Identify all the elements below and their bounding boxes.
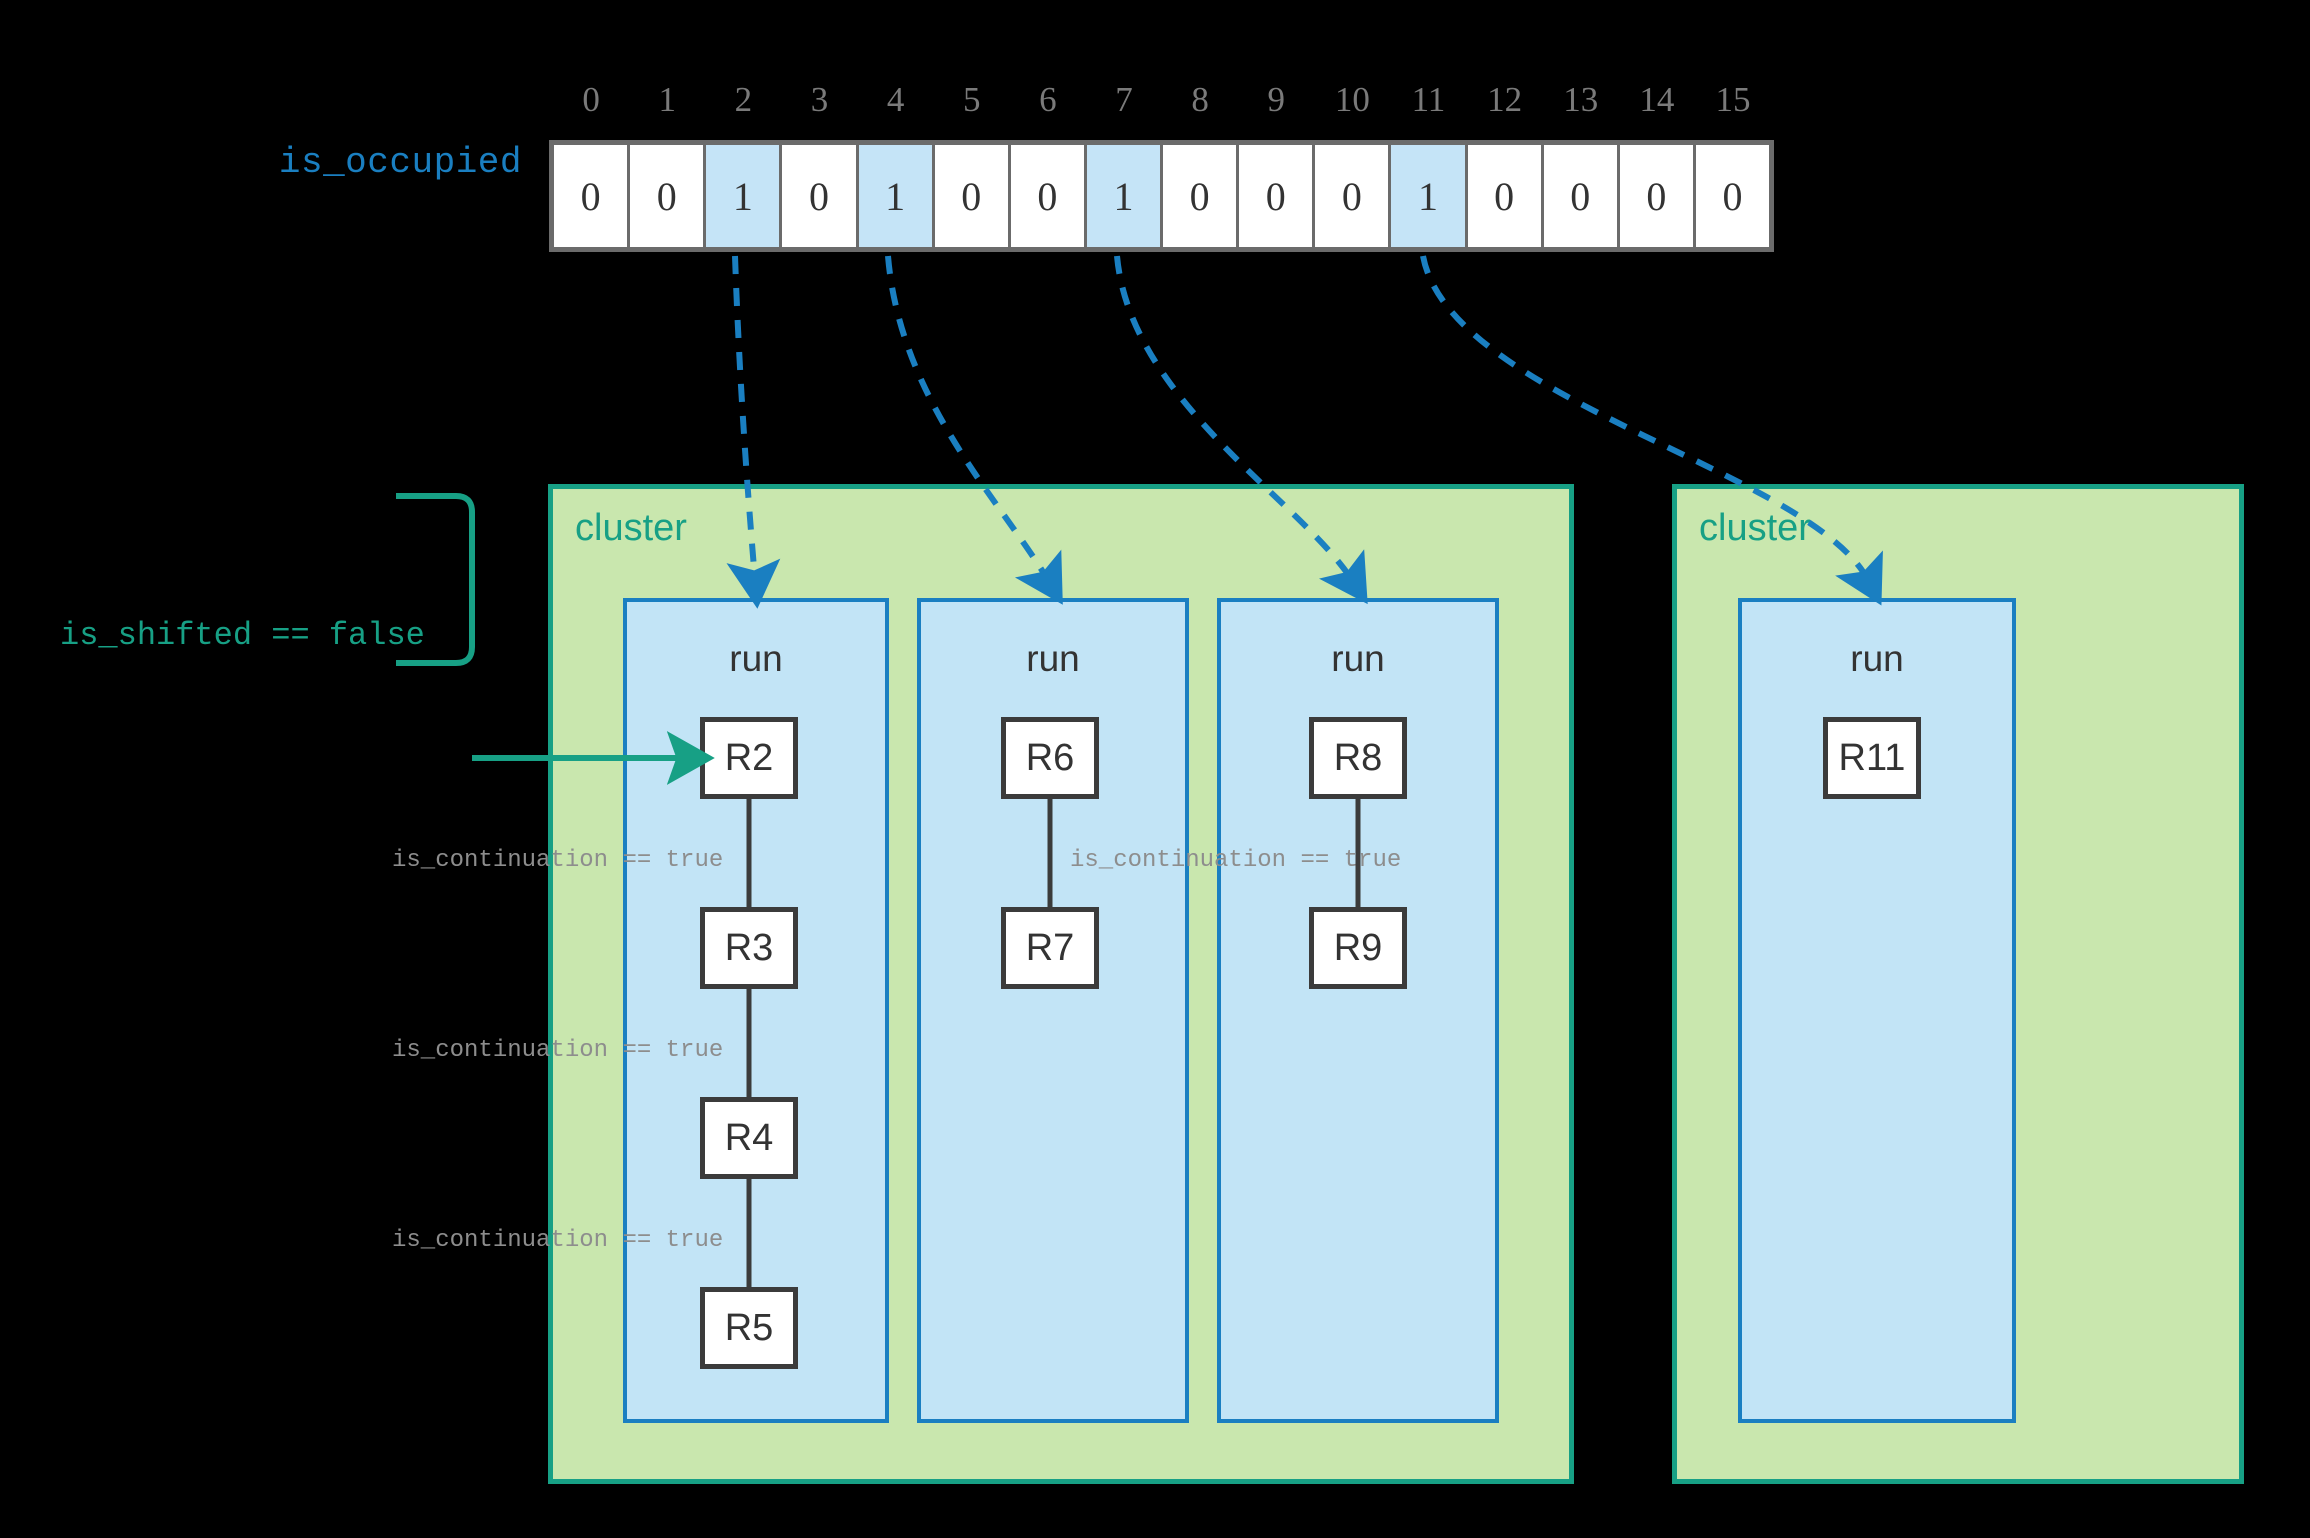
- is-continuation-label-3: is_continuation == true: [1070, 847, 1402, 874]
- is-shifted-label: is_shifted == false: [60, 617, 425, 654]
- array-index: 14: [1639, 80, 1675, 119]
- array-cell[interactable]: 0: [782, 145, 856, 247]
- array-index: 6: [1039, 80, 1057, 119]
- array-cell[interactable]: 0: [1695, 145, 1769, 247]
- array-cell[interactable]: 1: [1391, 145, 1465, 247]
- is-occupied-array: 0 0 1 0 1 0 0 1 0 0 0 1 0 0 0 0: [549, 140, 1774, 252]
- cluster-label: cluster: [1699, 507, 1811, 549]
- array-index: 8: [1191, 80, 1209, 119]
- array-index: 15: [1715, 80, 1751, 119]
- array-cell[interactable]: 0: [934, 145, 1008, 247]
- array-index: 9: [1267, 80, 1285, 119]
- array-cell[interactable]: 1: [706, 145, 780, 247]
- is-continuation-label-0: is_continuation == true: [392, 847, 724, 874]
- cluster-label: cluster: [575, 507, 687, 549]
- record-node-r11[interactable]: R11: [1823, 717, 1921, 799]
- array-cell[interactable]: 0: [1163, 145, 1237, 247]
- array-cell[interactable]: 0: [1619, 145, 1693, 247]
- run-label: run: [1026, 638, 1080, 679]
- is-occupied-label: is_occupied: [278, 142, 522, 183]
- record-node-r4[interactable]: R4: [700, 1097, 798, 1179]
- array-cell[interactable]: 0: [1239, 145, 1313, 247]
- array-index: 1: [658, 80, 676, 119]
- array-cell[interactable]: 1: [1086, 145, 1160, 247]
- array-index: 0: [582, 80, 600, 119]
- array-cell[interactable]: 0: [554, 145, 628, 247]
- record-node-r9[interactable]: R9: [1309, 907, 1407, 989]
- array-cell[interactable]: 0: [1543, 145, 1617, 247]
- record-node-r3[interactable]: R3: [700, 907, 798, 989]
- array-cell[interactable]: 1: [858, 145, 932, 247]
- array-index: 2: [734, 80, 753, 119]
- array-cell[interactable]: 0: [1010, 145, 1084, 247]
- is-continuation-label-1: is_continuation == true: [392, 1037, 724, 1064]
- run-label: run: [729, 638, 783, 679]
- record-node-r2[interactable]: R2: [700, 717, 798, 799]
- array-index: 12: [1487, 80, 1523, 119]
- record-node-r7[interactable]: R7: [1001, 907, 1099, 989]
- array-index: 7: [1115, 80, 1133, 119]
- record-node-r5[interactable]: R5: [700, 1287, 798, 1369]
- array-index: 4: [886, 80, 905, 119]
- is-continuation-label-2: is_continuation == true: [392, 1227, 724, 1254]
- array-index: 11: [1411, 80, 1446, 119]
- array-cell[interactable]: 0: [630, 145, 704, 247]
- array-index: 5: [962, 80, 981, 119]
- array-index: 3: [810, 80, 829, 119]
- array-cell[interactable]: 0: [1315, 145, 1389, 247]
- array-index: 13: [1563, 80, 1599, 119]
- array-cell[interactable]: 0: [1467, 145, 1541, 247]
- record-node-r8[interactable]: R8: [1309, 717, 1407, 799]
- run-label: run: [1331, 638, 1385, 679]
- array-index: 10: [1334, 80, 1370, 119]
- run-label: run: [1850, 638, 1904, 679]
- array-index-ruler: 0 1 2 3 4 5 6 7 8 9 10 11 12 13 14 15: [553, 78, 1771, 122]
- record-node-r6[interactable]: R6: [1001, 717, 1099, 799]
